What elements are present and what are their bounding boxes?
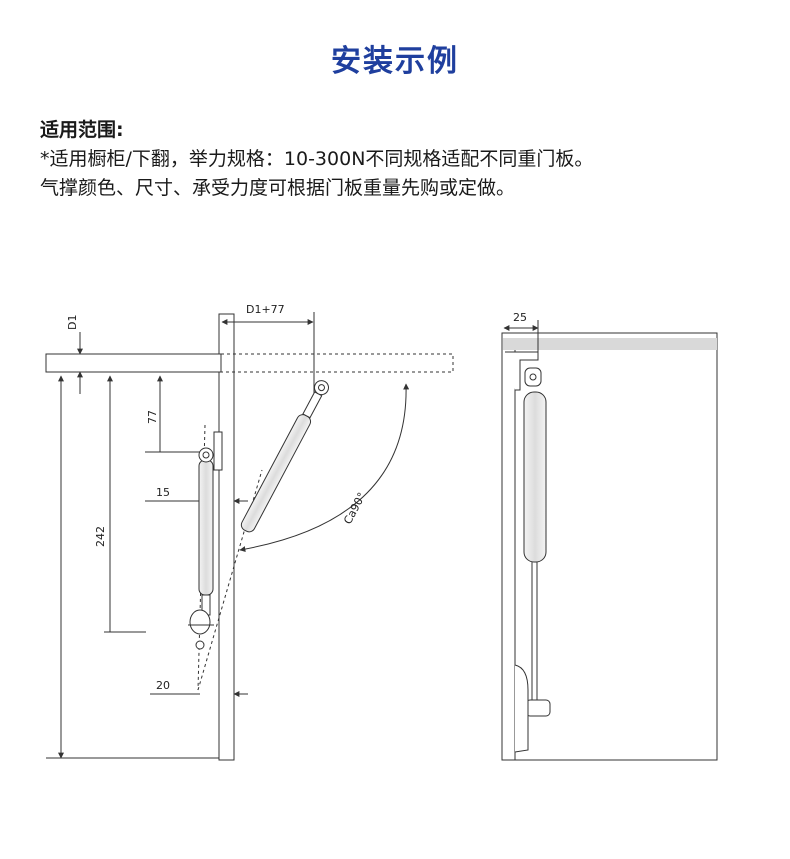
cabinet-side-panel (218, 313, 235, 761)
label-25: 25 (513, 311, 527, 324)
label-angle: Ca90° (341, 490, 368, 526)
door-open-dashed (220, 353, 454, 373)
label-242: 242 (94, 526, 107, 547)
gas-strut-open (240, 380, 329, 533)
left-diagram (45, 312, 454, 761)
description-heading: 适用范围: (40, 119, 124, 141)
label-20: 20 (156, 679, 170, 692)
label-d1-plus-77: D1+77 (246, 303, 285, 316)
description-line-1: *适用橱柜/下翻，举力规格：10-300N不同规格适配不同重门板。 (40, 148, 594, 170)
label-15: 15 (156, 486, 170, 499)
door-closed (45, 353, 222, 373)
gas-strut-closed (188, 431, 223, 650)
label-77: 77 (146, 410, 159, 424)
description-line-2: 气撑颜色、尺寸、承受力度可根据门板重量先购或定做。 (40, 177, 516, 199)
gas-strut-vertical (523, 391, 547, 563)
axis-dashed-slant (197, 469, 263, 691)
right-diagram (501, 320, 718, 761)
top-bracket (505, 351, 539, 391)
top-shelf (503, 338, 717, 350)
page-title: 安装示例 (331, 44, 459, 79)
angle-arc (239, 383, 410, 553)
label-d1: D1 (66, 315, 79, 330)
bottom-bracket (525, 699, 551, 717)
description-block: 适用范围: *适用橱柜/下翻，举力规格：10-300N不同规格适配不同重门板。 … (40, 116, 760, 203)
